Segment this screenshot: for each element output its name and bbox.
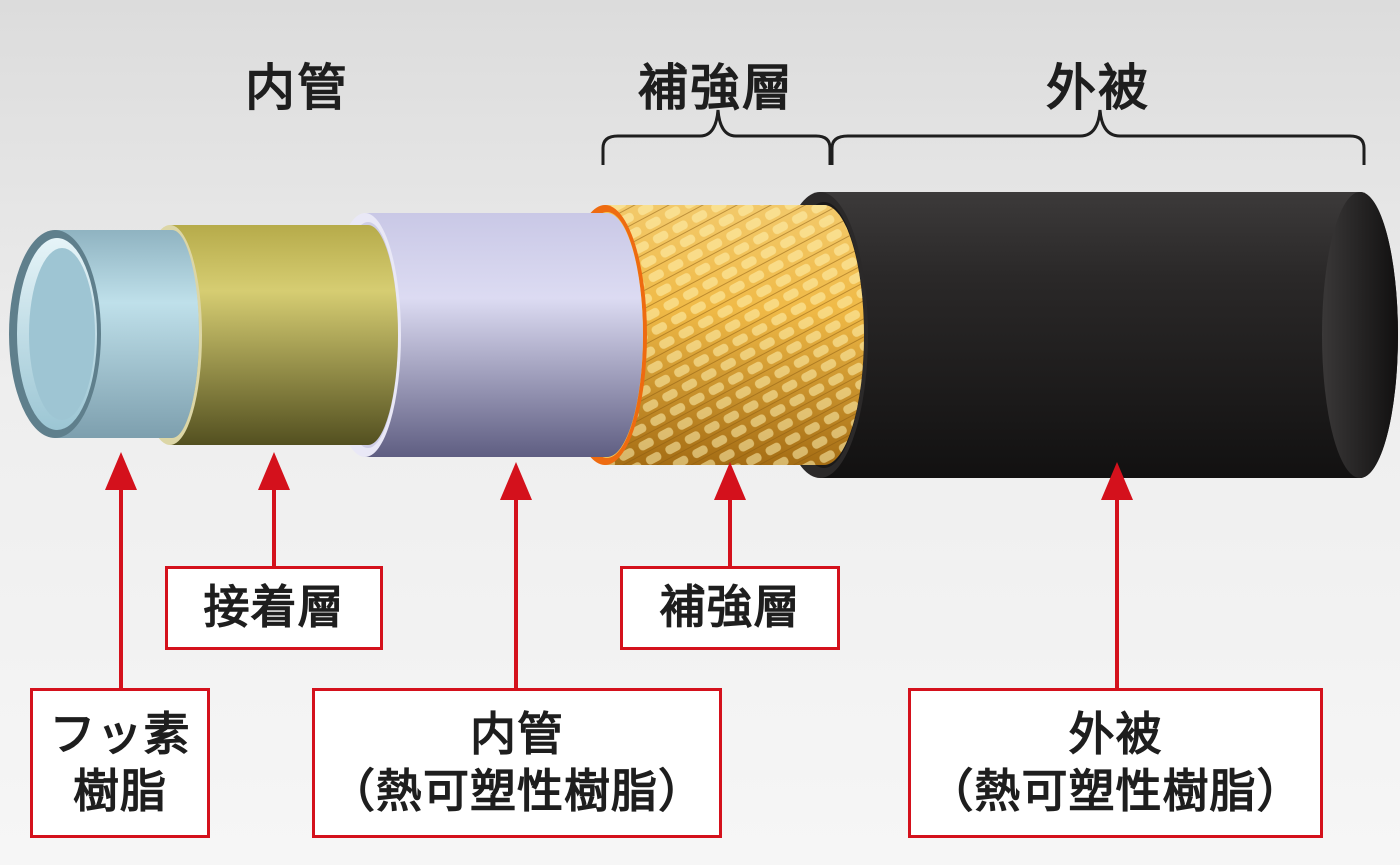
fluororesin-layer [9,230,199,438]
callout-adhesive-text: 接着層 [203,580,345,635]
callout-adhesive: 接着層 [165,566,383,650]
pointer-outer-cover [1101,462,1133,688]
outer-cover-layer [772,192,1398,478]
outer-cover-bracket [830,109,1366,165]
callout-outer-cover-line2: （熱可塑性樹脂） [927,764,1304,818]
callout-inner-tube: 内管 （熱可塑性樹脂） [312,688,722,838]
callout-inner-tube-line1: 内管 [470,706,564,761]
section-label-outer-cover: 外被 [1046,59,1150,117]
callout-reinforcement: 補強層 [620,566,840,650]
callout-fluororesin-line2: 樹脂 [73,764,167,818]
callout-fluororesin: フッ素 樹脂 [30,688,210,838]
pointer-fluororesin [105,452,137,688]
section-label-inner-tube: 内管 [245,59,349,117]
reinforcement-bracket [601,109,832,165]
callout-outer-cover: 外被 （熱可塑性樹脂） [908,688,1323,838]
pointer-adhesive [258,452,290,566]
section-label-reinforcement: 補強層 [638,59,794,117]
callout-outer-cover-line1: 外被 [1068,706,1163,761]
pointer-reinforcement [714,462,746,566]
callout-fluororesin-line1: フッ素 [49,706,191,761]
pointer-inner-tube [500,462,532,688]
callout-reinforcement-text: 補強層 [659,580,801,635]
callout-inner-tube-line2: （熱可塑性樹脂） [329,764,705,818]
